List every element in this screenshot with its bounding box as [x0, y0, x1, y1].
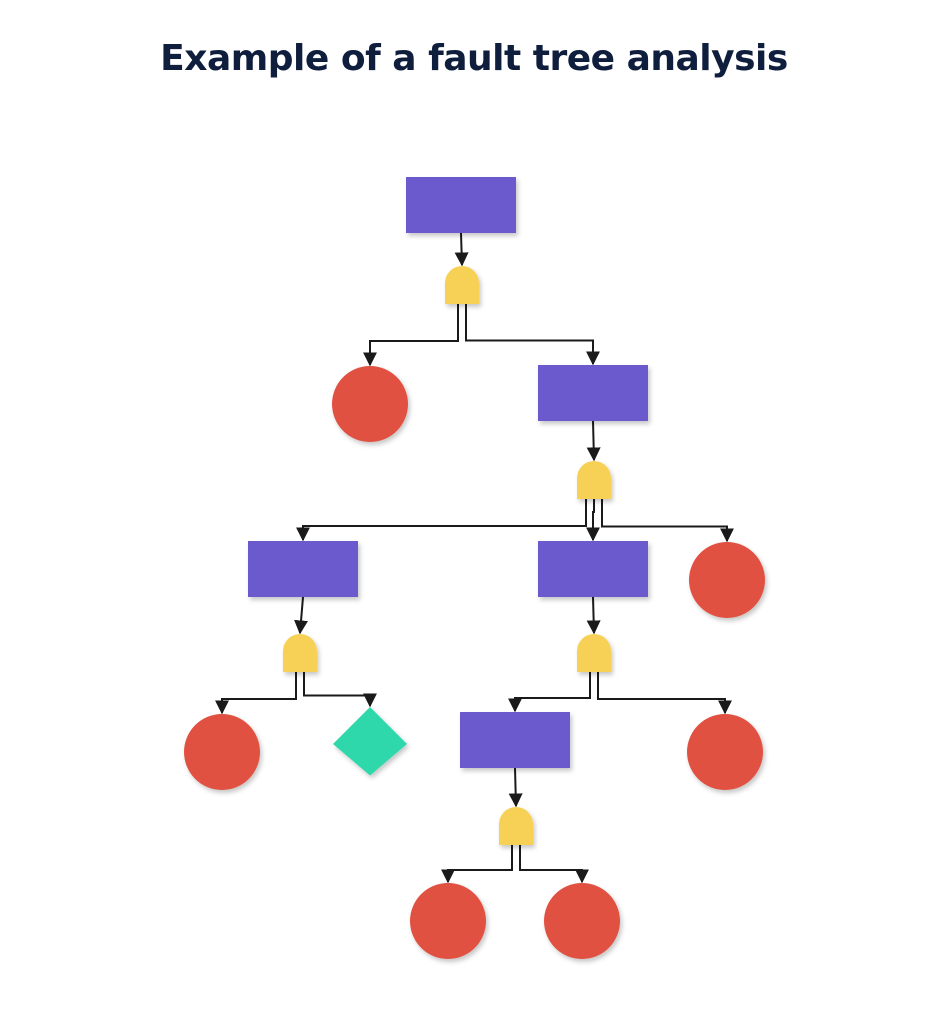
undeveloped-event-diamond-d1: [333, 707, 407, 776]
basic-event-circle-c1: [332, 366, 408, 442]
connector-g2-to-e3: [296, 499, 587, 542]
connector-g4-to-c4: [597, 672, 732, 715]
connector-e2-to-g2: [586, 420, 601, 462]
connector-g3-to-d1: [303, 672, 377, 708]
basic-event-circle-c4: [687, 714, 763, 790]
connector-g1-to-e2: [465, 304, 600, 366]
connector-e5-to-g5: [508, 767, 523, 808]
connector-g2-to-c2: [601, 499, 734, 543]
connector-g5-to-c5: [441, 845, 513, 884]
connector-g1-to-c1: [363, 304, 459, 367]
basic-event-circle-c6: [544, 883, 620, 959]
event-box-e3: [248, 541, 358, 597]
event-box-top: [406, 177, 516, 233]
basic-event-circle-c2: [689, 542, 765, 618]
event-box-e2: [538, 365, 648, 421]
nodes: [184, 177, 765, 959]
and-gate-g4: [577, 634, 611, 672]
connector-g3-to-c3: [215, 672, 297, 715]
connector-e4-to-g4: [586, 596, 601, 635]
connector-e3-to-g3: [294, 596, 309, 635]
and-gate-g2: [577, 461, 611, 499]
connector-g2-to-e4: [586, 499, 600, 542]
connectors: [215, 232, 734, 884]
event-box-e5: [460, 712, 570, 768]
event-box-e4: [538, 541, 648, 597]
and-gate-g1: [445, 266, 479, 304]
connector-top-to-g1: [454, 232, 469, 267]
basic-event-circle-c3: [184, 714, 260, 790]
connector-g5-to-c6: [519, 845, 589, 884]
page-title: Example of a fault tree analysis: [160, 38, 788, 79]
connector-g4-to-e5: [508, 672, 591, 713]
and-gate-g5: [499, 807, 533, 845]
and-gate-g3: [283, 634, 317, 672]
basic-event-circle-c5: [410, 883, 486, 959]
